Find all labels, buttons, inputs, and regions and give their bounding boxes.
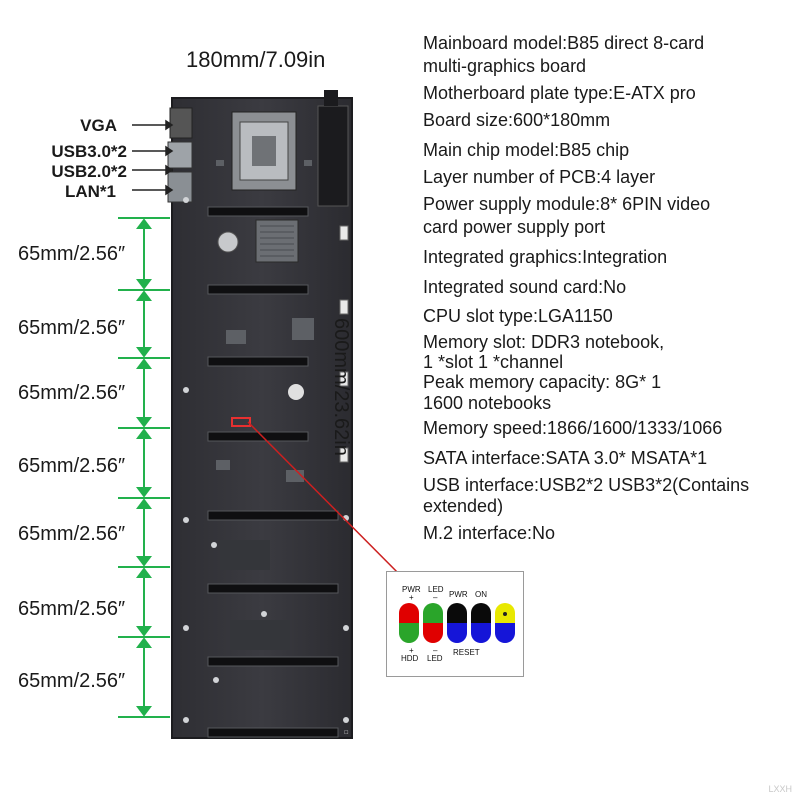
- slot-spacing-label: 65mm/2.56″: [18, 382, 126, 404]
- pin-label-reset: RESET: [453, 648, 480, 657]
- pin-label-on: ON: [475, 590, 487, 599]
- pin-top: [447, 603, 467, 623]
- spec-line: extended): [423, 496, 504, 516]
- spec-line: Integrated graphics:Integration: [423, 247, 668, 267]
- lan-connector: [167, 171, 193, 203]
- header-pin-pair: [471, 603, 491, 643]
- spec-line: 1 *slot 1 *channel: [423, 352, 564, 372]
- gpu-power-port: [339, 447, 349, 463]
- spec-line: Mainboard model:B85 direct 8-card: [423, 33, 705, 53]
- header-pin-pair: [495, 603, 515, 643]
- memory-slot: [317, 105, 349, 207]
- pcie-slot: [207, 284, 309, 295]
- board-length-label: 600mm/23.62in: [330, 318, 352, 456]
- pin-bottom: [399, 623, 419, 643]
- pin-one-marker: [503, 612, 507, 616]
- pcie-slot: [207, 727, 339, 738]
- slot-spacing-label: 65mm/2.56″: [18, 243, 126, 265]
- svg-text:☐: ☐: [344, 730, 349, 736]
- vga-connector: [169, 107, 193, 139]
- spec-line: Memory slot: DDR3 notebook,: [423, 332, 665, 352]
- pin-bottom: [471, 623, 491, 643]
- port-label-usb2: USB2.0*2: [51, 162, 127, 181]
- spec-line: 1600 notebooks: [423, 393, 552, 413]
- spec-line: card power supply port: [423, 217, 606, 237]
- header-pin-pair: [447, 603, 467, 643]
- pin-sign-minus: –: [433, 646, 438, 655]
- spec-line: Board size:600*180mm: [423, 110, 611, 130]
- pin-bottom: [423, 623, 443, 643]
- pin-label-led-bottom: LED: [427, 654, 443, 663]
- pin-label-led: LED: [428, 585, 444, 594]
- spec-line: Power supply module:8* 6PIN video: [423, 194, 711, 214]
- pcie-slot: [207, 206, 309, 217]
- cpu-socket-center: [252, 136, 276, 166]
- slot-spacing-label: 65mm/2.56″: [18, 523, 126, 545]
- pin-top: [423, 603, 443, 623]
- spec-line: M.2 interface:No: [423, 523, 556, 543]
- spec-line: Layer number of PCB:4 layer: [423, 167, 656, 187]
- port-label-usb3: USB3.0*2: [51, 142, 127, 161]
- spec-line: Motherboard plate type:E-ATX pro: [423, 83, 696, 103]
- pin-bottom: [447, 623, 467, 643]
- atx-power-connector: [324, 90, 338, 106]
- front-panel-header-diagram: PWR LED PWR ON + – + – HDD LED RESET: [386, 571, 524, 677]
- spec-line: SATA interface:SATA 3.0* MSATA*1: [423, 448, 708, 468]
- slot-spacing-label: 65mm/2.56″: [18, 598, 126, 620]
- pcie-slot: [207, 356, 309, 367]
- pcie-slot: [207, 656, 339, 667]
- watermark: LXXH: [768, 784, 792, 794]
- gpu-power-port: [339, 225, 349, 241]
- callout-line: [247, 421, 412, 587]
- slot-spacing-dimension: [118, 217, 170, 718]
- spec-line: Integrated sound card:No: [423, 277, 627, 297]
- chipset-heatsink: [255, 219, 299, 263]
- pin-label-pwr: PWR: [402, 585, 421, 594]
- header-pin-pair: [423, 603, 443, 643]
- board-edge: [171, 97, 353, 739]
- spec-line: CPU slot type:LGA1150: [423, 306, 613, 326]
- header-pin-pair: [399, 603, 419, 643]
- pcie-slot: [207, 583, 339, 594]
- pcie-slot-group: [207, 206, 339, 738]
- spec-list: Mainboard model:B85 direct 8-card multi-…: [423, 32, 795, 545]
- spec-line: Main chip model:B85 chip: [423, 140, 630, 160]
- front-panel-header-highlight: [231, 417, 251, 427]
- board-width-label: 180mm/7.09in: [186, 47, 326, 72]
- pcie-slot: [207, 510, 339, 521]
- spec-line: Peak memory capacity: 8G* 1: [423, 372, 662, 392]
- fan-header: [288, 384, 304, 400]
- slot-spacing-label: 65mm/2.56″: [18, 670, 126, 692]
- port-label-vga: VGA: [80, 116, 117, 135]
- gpu-power-port: [339, 299, 349, 315]
- pin-label-hdd: HDD: [401, 654, 419, 663]
- pin-sign-plus: +: [409, 646, 414, 655]
- pin-label-pwr-switch: PWR: [449, 590, 468, 599]
- port-label-lan: LAN*1: [64, 182, 116, 201]
- gpu-power-port: [339, 371, 349, 387]
- pin-bottom: [495, 623, 515, 643]
- pin-sign-plus: +: [409, 593, 414, 602]
- spec-line: Memory speed:1866/1600/1333/1066: [423, 418, 723, 438]
- pcb-board: [172, 98, 352, 738]
- pcie-slot: [207, 431, 309, 442]
- cmos-battery: [217, 231, 239, 253]
- pin-top: [471, 603, 491, 623]
- spec-line: USB interface:USB2*2 USB3*2(Contains: [423, 475, 750, 495]
- usb-connector-stack: [167, 141, 193, 169]
- pin-sign-minus: –: [433, 593, 438, 602]
- spec-line: multi-graphics board: [423, 56, 587, 76]
- pin-top: [399, 603, 419, 623]
- slot-spacing-label: 65mm/2.56″: [18, 455, 126, 477]
- slot-spacing-label: 65mm/2.56″: [18, 317, 126, 339]
